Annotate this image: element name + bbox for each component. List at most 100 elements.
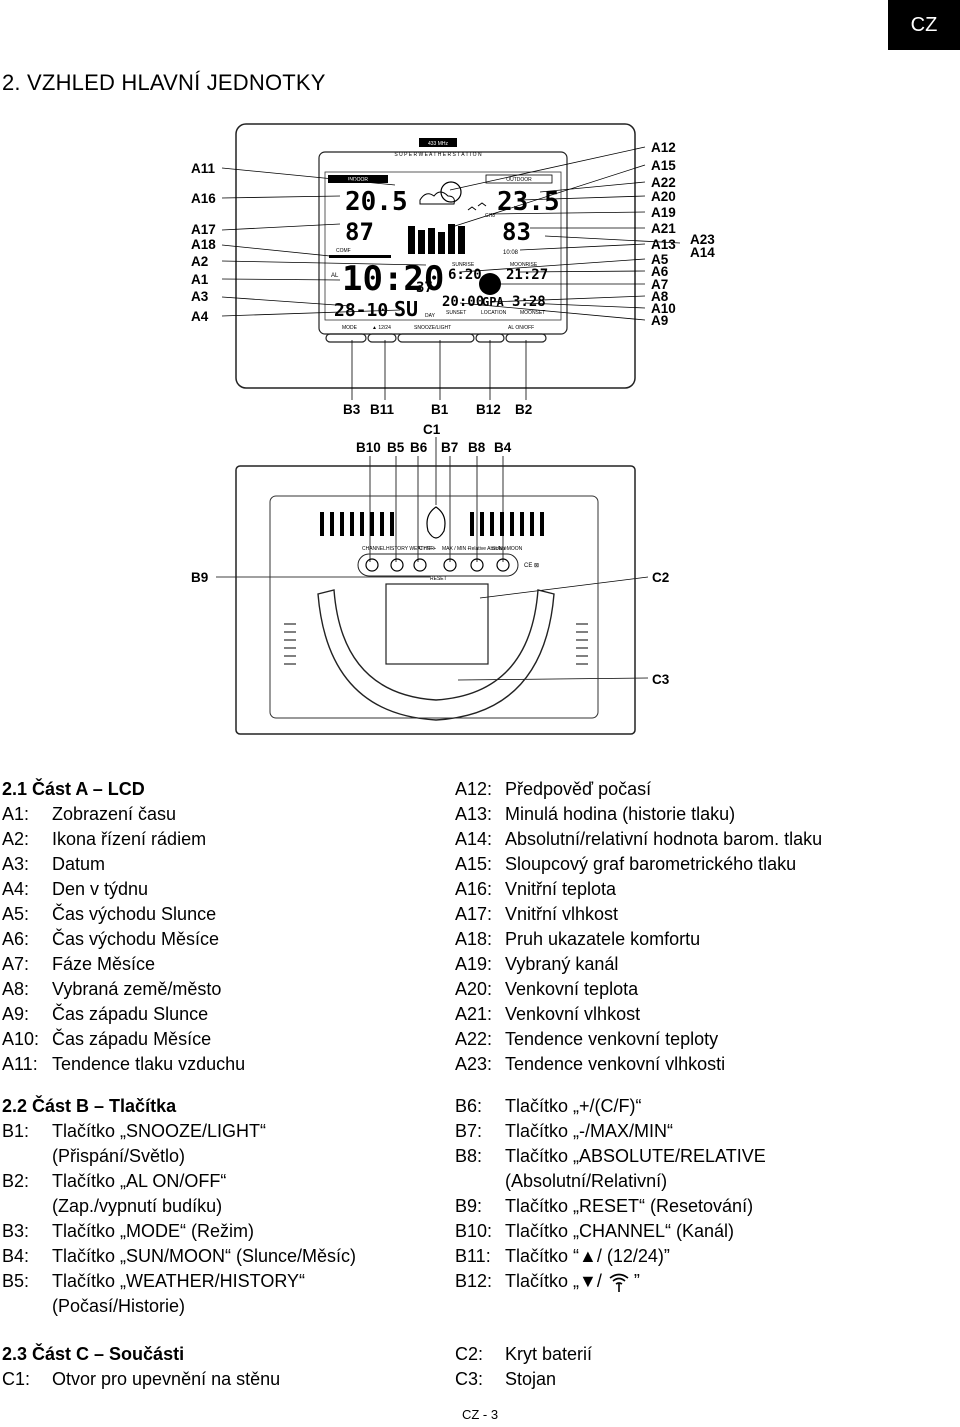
item-b8-cont: (Absolutní/Relativní) [505,1171,668,1191]
moon-phase-icon [479,273,501,295]
callout-a15: A15 [651,158,676,173]
item-desc: Předpověď počasí [505,779,652,799]
back-lbl-relative: Relative Absolute [468,546,507,552]
list-item: A7:Fáze Měsíce [2,952,442,977]
callout-a1: A1 [191,272,209,287]
list-item: A1:Zobrazení času [2,802,442,827]
item-desc: Čas východu Měsíce [52,929,220,949]
leader-lines-back [216,437,649,681]
callout-b2: B2 [515,402,532,417]
callout-c1: C1 [423,422,441,437]
item-b4: B4:Tlačítko „SUN/MOON“ (Slunce/Měsíc) [2,1246,357,1266]
sunset-time: 20:00 [442,294,484,310]
stand [317,589,555,721]
item-code: A11: [2,1054,38,1074]
item-b2: B2:Tlačítko „AL ON/OFF“ [2,1171,227,1191]
front-housing [235,123,636,389]
callout-b8: B8 [468,440,486,455]
front-btn-mode: MODE [342,325,358,331]
list-item: A8: Vybraná země/město [2,977,442,1002]
day-label: DAY [425,313,436,319]
list-item: A18:Pruh ukazatele komfortu [455,927,955,952]
item-code: A10: [2,1029,40,1049]
alarm-indicator: AL [331,273,339,279]
battery-cover [385,583,489,665]
item-b7: B7:Tlačítko „-/MAX/MIN“ [455,1121,674,1141]
lcd-screen [324,171,562,321]
weekday-display: SU [394,297,418,321]
back-lbl-maxmin: MAX / MIN - [442,546,470,552]
list-item: A14:Absolutní/relativní hodnota barom. t… [455,827,955,852]
sunrise-label: SUNRISE [452,262,475,268]
callout-b11: B11 [370,402,395,417]
wall-mount-hole [426,506,446,539]
item-c2: C2:Kryt baterií [455,1344,593,1364]
item-code: A18: [455,929,493,949]
item-code: A21: [455,1004,493,1024]
page-title: 2. VZHLED HLAVNÍ JEDNOTKY [2,70,326,95]
item-desc: Venkovní teplota [505,979,639,999]
list-item: A16:Vnitřní teplota [455,877,955,902]
item-b2-cont: (Zap./vypnutí budíku) [52,1196,223,1216]
item-b1: B1:Tlačítko „SNOOZE/LIGHT“ [2,1121,267,1141]
channel-label: CH8 [485,213,495,219]
callout-a13: A13 [651,237,676,252]
outdoor-label: OUTDOOR [506,177,532,183]
list-item: A2:Ikona řízení rádiem [2,827,442,852]
item-desc: Tendence venkovní teploty [505,1029,719,1049]
side-grips [284,623,588,665]
callout-a6: A6 [651,264,669,279]
callouts-back-top: B10 B5 B6 B7 B8 B4 [356,440,512,455]
back-button-strip [357,553,519,577]
item-desc: Datum [52,854,106,874]
part-c-right: C2:Kryt baterií C3:Stojan [455,1342,955,1392]
callout-a17: A17 [191,222,216,237]
part-c-left: 2.3 Část C – Součásti C1:Otvor pro upevn… [2,1342,442,1392]
item-code: A1: [2,804,30,824]
item-code: A4: [2,879,30,899]
front-btn-snooze: SNOOZE/LIGHT [414,325,451,331]
list-item: A21: Venkovní vlhkost [455,1002,955,1027]
list-item: A13:Minulá hodina (historie tlaku) [455,802,955,827]
item-desc: Vnitřní vlhkost [505,904,619,924]
callout-a14: A14 [690,245,715,260]
item-b1-cont: (Přispání/Světlo) [52,1146,186,1166]
time-display: 10:20 [342,259,444,299]
item-code: A22: [455,1029,493,1049]
back-inner-frame [269,495,599,719]
callout-a9: A9 [651,313,668,328]
back-lbl-cf: °C / °F + [417,546,436,552]
callout-a16: A16 [191,191,216,206]
item-desc: Venkovní vlhkost [505,1004,641,1024]
back-lbl-weather: HISTORY WEATHER [386,546,434,552]
item-desc: Den v týdnu [52,879,149,899]
callout-b4: B4 [494,440,512,455]
antenna-icon [609,1273,629,1292]
cloud-icon [419,191,455,205]
item-b12: B12: Tlačítko „▼/ ” [455,1271,640,1292]
item-c3: C3:Stojan [455,1369,557,1389]
moonrise-time: 21:27 [506,267,548,283]
item-desc: Vybraná země/město [52,979,222,999]
moonrise-label: MOONRISE [510,262,538,268]
item-desc: Tendence tlaku vzduchu [52,1054,246,1074]
language-badge: CZ [888,0,960,50]
item-code: A5: [2,904,30,924]
item-code: A8: [2,979,30,999]
callout-b1: B1 [431,402,449,417]
item-desc: Ikona řízení rádiem [52,829,207,849]
callouts-bottom: B3 B11 B1 B12 B2 [343,402,532,417]
item-code: A9: [2,1004,30,1024]
item-b5-cont: (Počasí/Historie) [52,1296,186,1316]
callout-b12: B12 [476,402,501,417]
item-code: A7: [2,954,30,974]
callout-a7: A7 [651,277,668,292]
item-b3: B3:Tlačítko „MODE“ (Režim) [2,1221,254,1241]
comfort-bar [329,255,391,258]
item-desc: Absolutní/relativní hodnota barom. tlaku [505,829,823,849]
part-a-heading: 2.1 Část A – LCD [2,779,145,799]
callout-a10: A10 [651,301,676,316]
callout-b5: B5 [387,440,405,455]
list-item: A11: Tendence tlaku vzduchu [2,1052,442,1077]
